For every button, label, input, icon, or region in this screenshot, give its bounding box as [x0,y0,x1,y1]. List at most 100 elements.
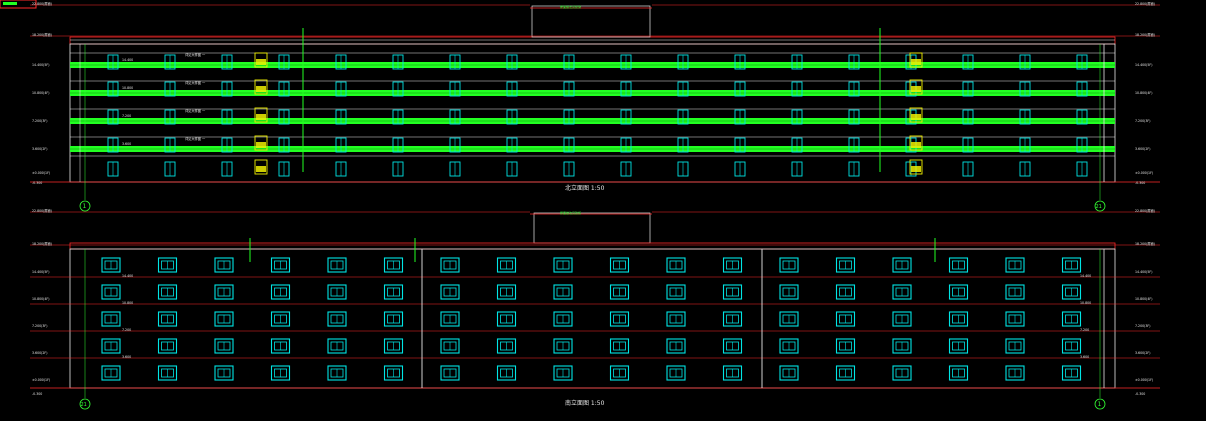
balcony-note: 详见大样图 一 [185,80,206,85]
window-south [440,365,460,381]
window-south [270,284,291,300]
roof-parapet [69,36,1116,45]
stair-fill [256,142,266,148]
window-south [609,284,630,300]
stair-fill [256,59,266,65]
level-label-right-north: 18.200(屋面) [1135,32,1155,37]
balcony-note: 详见大样图 一 [185,52,206,57]
level-label-right-south: ±0.000(1F) [1135,378,1153,382]
floor-height-tag-south: 14.400 [122,274,133,278]
level-label-left-north: 10.800(4F) [32,91,50,95]
window-south [609,338,630,354]
balcony-note: 详见大样图 一 [185,108,206,113]
floor-height-tag-south-right: 7.200 [1080,328,1089,332]
axis-bubbles: 1 21 21 1 [79,200,1106,410]
window-south [270,311,291,327]
level-annotations: 22.800(屋面)22.800(屋面)18.200(屋面)18.200(屋面)… [32,1,1155,396]
floor-height-tag-north: 7.200 [122,114,131,118]
window-south [1005,257,1025,273]
window-south [496,284,517,300]
window-south [553,311,573,327]
legend-swatch [0,0,37,9]
window-south [948,257,969,273]
window-south [157,338,178,354]
window-south [553,338,573,354]
window-south [496,311,517,327]
window-south [214,338,234,354]
window-south [892,311,912,327]
level-label-right-north: 10.800(4F) [1135,91,1153,95]
window-south [892,284,912,300]
window-south [835,365,856,381]
window-south [722,257,743,273]
level-label-right-south: 22.800(屋面) [1135,208,1155,213]
stair-fill [256,114,266,120]
level-label-left-south: -0.300 [32,392,42,396]
stair-window [254,107,268,123]
window-south [1061,284,1082,300]
level-label-left-south: 14.400(5F) [32,270,50,274]
window-south [270,257,291,273]
floor-height-tag-north: 10.800 [122,86,133,90]
stair-fill [911,166,921,172]
window-south [101,365,121,381]
level-label-left-south: 10.800(4F) [32,297,50,301]
window-south [440,338,460,354]
stair-window [254,135,268,151]
window-south [327,311,347,327]
level-label-left-north: 7.200(3F) [32,119,47,123]
floor-height-tag-south: 7.200 [122,328,131,332]
window-south [383,365,404,381]
window-south [835,338,856,354]
window-south [496,257,517,273]
level-label-left-south: 22.800(屋面) [32,208,52,213]
window-south [440,284,460,300]
window-south [1061,365,1082,381]
stair-roof-box-south [533,212,651,244]
window-south [383,257,404,273]
roof-note-top: 屋面做法见建施 [560,4,581,9]
window-south [892,257,912,273]
window-south [496,365,517,381]
window-south [553,257,573,273]
stair-fill [911,59,921,65]
stair-window [254,79,268,95]
level-label-left-south: ±0.000(1F) [32,378,50,382]
window-south [383,284,404,300]
floor-height-tag-south-right: 14.400 [1080,274,1091,278]
window-south [722,284,743,300]
window-south [157,365,178,381]
level-label-left-north: -0.300 [32,181,42,185]
window-south [948,284,969,300]
window-south [609,257,630,273]
window-south [1061,338,1082,354]
level-label-left-north: 3.600(2F) [32,147,47,151]
window-south [835,311,856,327]
title-south-elevation: 南立面图 1:50 [565,399,605,407]
window-south [157,284,178,300]
stair-window [254,159,268,175]
stair-fill [256,86,266,92]
level-label-right-north: ±0.000(1F) [1135,171,1153,175]
window-south [1061,257,1082,273]
stair-fill [911,114,921,120]
stair-window [909,79,923,95]
level-label-right-south: 7.200(3F) [1135,324,1150,328]
window-south [835,257,856,273]
window-south [270,365,291,381]
window-south [101,257,121,273]
level-label-right-south: 3.600(2F) [1135,351,1150,355]
window-south [779,257,799,273]
window-south [440,257,460,273]
window-south [157,311,178,327]
window-south [327,284,347,300]
window-south [1005,338,1025,354]
window-south [1005,311,1025,327]
stair-window [909,135,923,151]
level-label-right-north: 7.200(3F) [1135,119,1150,123]
axis-label-left-bottom: 21 [81,402,87,408]
window-south [722,311,743,327]
window-south [666,284,686,300]
window-south [553,365,573,381]
